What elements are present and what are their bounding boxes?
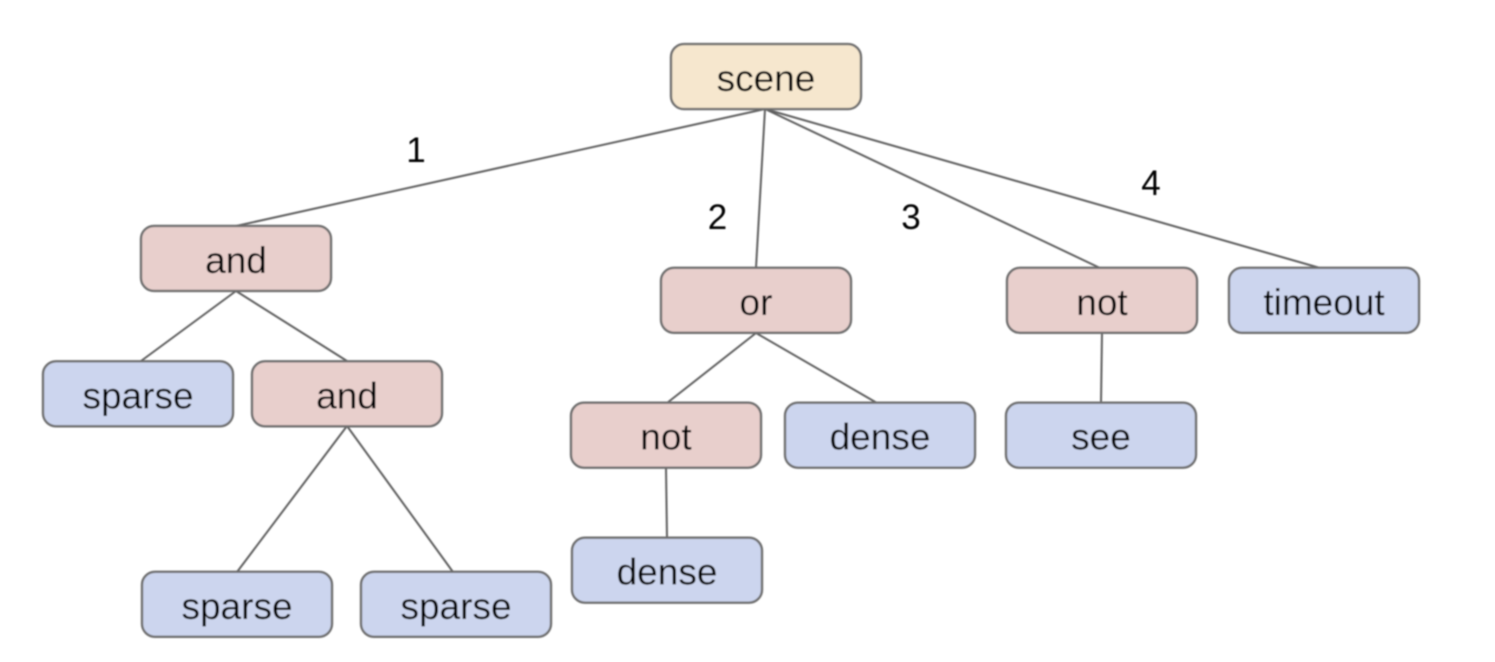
svg-text:and: and [316, 375, 378, 416]
svg-text:3: 3 [901, 198, 920, 237]
svg-text:dense: dense [830, 417, 931, 458]
svg-text:dense: dense [617, 552, 718, 593]
svg-text:4: 4 [1141, 164, 1160, 203]
svg-text:sparse: sparse [82, 375, 193, 416]
svg-text:and: and [205, 240, 267, 281]
svg-text:not: not [640, 417, 692, 458]
svg-text:see: see [1071, 417, 1131, 458]
svg-text:timeout: timeout [1263, 282, 1385, 323]
svg-text:2: 2 [708, 198, 727, 237]
svg-text:sparse: sparse [181, 586, 292, 627]
svg-text:or: or [740, 282, 773, 323]
svg-text:not: not [1076, 282, 1128, 323]
svg-text:sparse: sparse [400, 586, 511, 627]
svg-text:1: 1 [406, 131, 425, 170]
svg-text:scene: scene [717, 58, 816, 99]
